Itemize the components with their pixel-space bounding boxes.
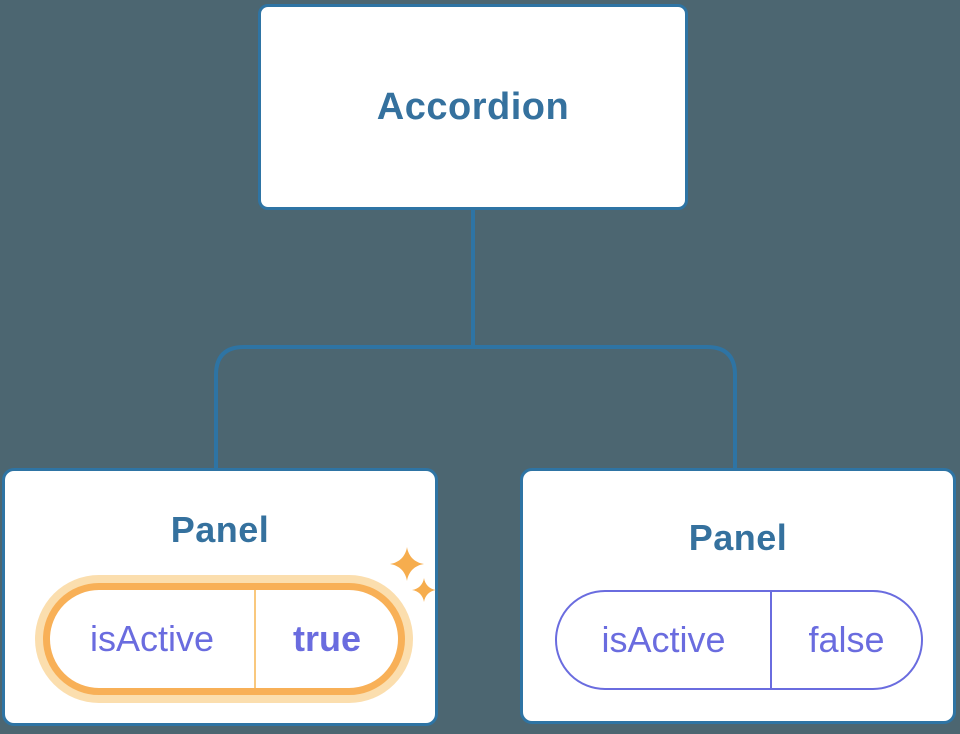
state-pill-inactive: isActive false bbox=[555, 590, 923, 690]
panel-node-label: Panel bbox=[688, 517, 788, 558]
state-pill-divider bbox=[254, 590, 256, 688]
panel-node-inactive: Panel isActive false bbox=[520, 468, 956, 724]
panel-node-active: Panel isActive true bbox=[2, 468, 438, 726]
accordion-node: Accordion bbox=[258, 4, 688, 210]
sparkle-icon bbox=[390, 547, 424, 581]
accordion-node-label: Accordion bbox=[376, 85, 570, 128]
panel-node-label: Panel bbox=[170, 509, 270, 550]
state-value: false bbox=[808, 619, 885, 660]
state-key: isActive bbox=[601, 619, 726, 660]
connector-branch bbox=[214, 345, 737, 470]
state-pill-active: isActive true bbox=[43, 583, 405, 695]
sparkle-icon bbox=[412, 578, 436, 602]
state-key: isActive bbox=[89, 618, 215, 659]
state-pill-divider bbox=[770, 592, 772, 688]
state-value: true bbox=[292, 618, 361, 659]
